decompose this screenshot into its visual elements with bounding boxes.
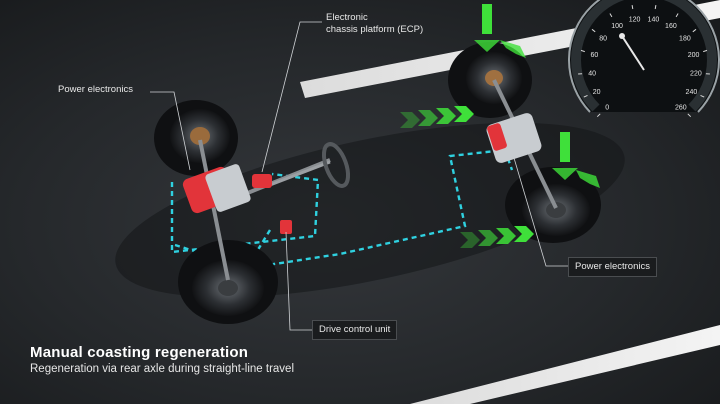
callout-label-line-1: Electronic [326,12,368,23]
callout-ecp: Electronic chassis platform (ECP) [326,12,423,36]
front-left-wheel [154,100,238,176]
speedometer-tick-label: 0 [605,104,609,111]
regen-swirl-top [500,40,526,58]
speedometer-tick-mark [700,94,705,98]
speedometer-tick-label: 80 [599,35,607,42]
steering-assembly [269,142,351,188]
speedometer-tick-label: 100 [611,23,623,30]
speedometer-tick-mark [654,5,657,10]
rear-left-wheel [448,42,532,118]
caption: Manual coasting regeneration Regeneratio… [30,344,294,375]
regen-swirl-right [576,170,600,188]
rear-power-electronics [486,113,542,163]
callout-leaders [150,21,568,331]
speedometer-tick-label: 200 [688,52,700,59]
speedometer-tick-label: 240 [686,89,698,96]
speedometer-tick-label: 20 [593,89,601,96]
speedometer-tick-mark [692,28,697,33]
callout-label: Power electronics [58,84,133,95]
ecp-module [252,174,272,188]
speedometer-tick-mark [580,49,585,53]
callout-label: Power electronics [575,261,650,272]
speedometer-tick-label: 220 [690,71,702,78]
speedometer-tick-label: 180 [679,35,691,42]
regen-arrow-set-rear-right [460,226,534,248]
caption-title: Manual coasting regeneration [30,344,249,361]
road-marking-bottom [410,325,720,404]
speedometer-tick-mark [703,49,708,53]
callout-power-electronics-rear: Power electronics [568,257,657,277]
speedometer-tick-label: 160 [665,23,677,30]
speedometer-tick-mark [631,5,634,10]
callout-label: Drive control unit [319,324,391,335]
speedometer-tick-label: 120 [629,16,641,23]
speedometer-tick-label: 260 [675,104,687,111]
callout-label-line-2: chassis platform (ECP) [326,24,424,35]
speedometer-tick-mark [609,13,613,18]
speedometer-tick-mark [596,113,601,118]
speedometer-tick-mark [675,13,679,18]
speedometer-tick-mark [583,94,588,98]
callout-power-electronics-front: Power electronics [58,84,133,96]
speedometer-tick-label: 60 [591,52,599,59]
speedometer-tick-label: 40 [588,71,596,78]
caption-subtitle: Regeneration via rear axle during straig… [30,363,295,375]
speedometer-tick-mark [687,113,692,118]
speedometer-tick-label: 140 [648,16,660,23]
drive-control-unit [280,220,292,234]
regen-arrows [400,4,600,248]
regen-arrow-set-wheel-top [474,4,500,52]
regen-arrow-set-wheel-right [552,132,578,180]
front-power-electronics [182,164,251,214]
speedometer-tick-mark [591,28,596,33]
front-right-wheel [178,240,278,324]
callout-drive-control-unit: Drive control unit [312,320,398,340]
regen-arrow-set-rear-left [400,106,474,128]
speedometer-needle [621,35,645,71]
